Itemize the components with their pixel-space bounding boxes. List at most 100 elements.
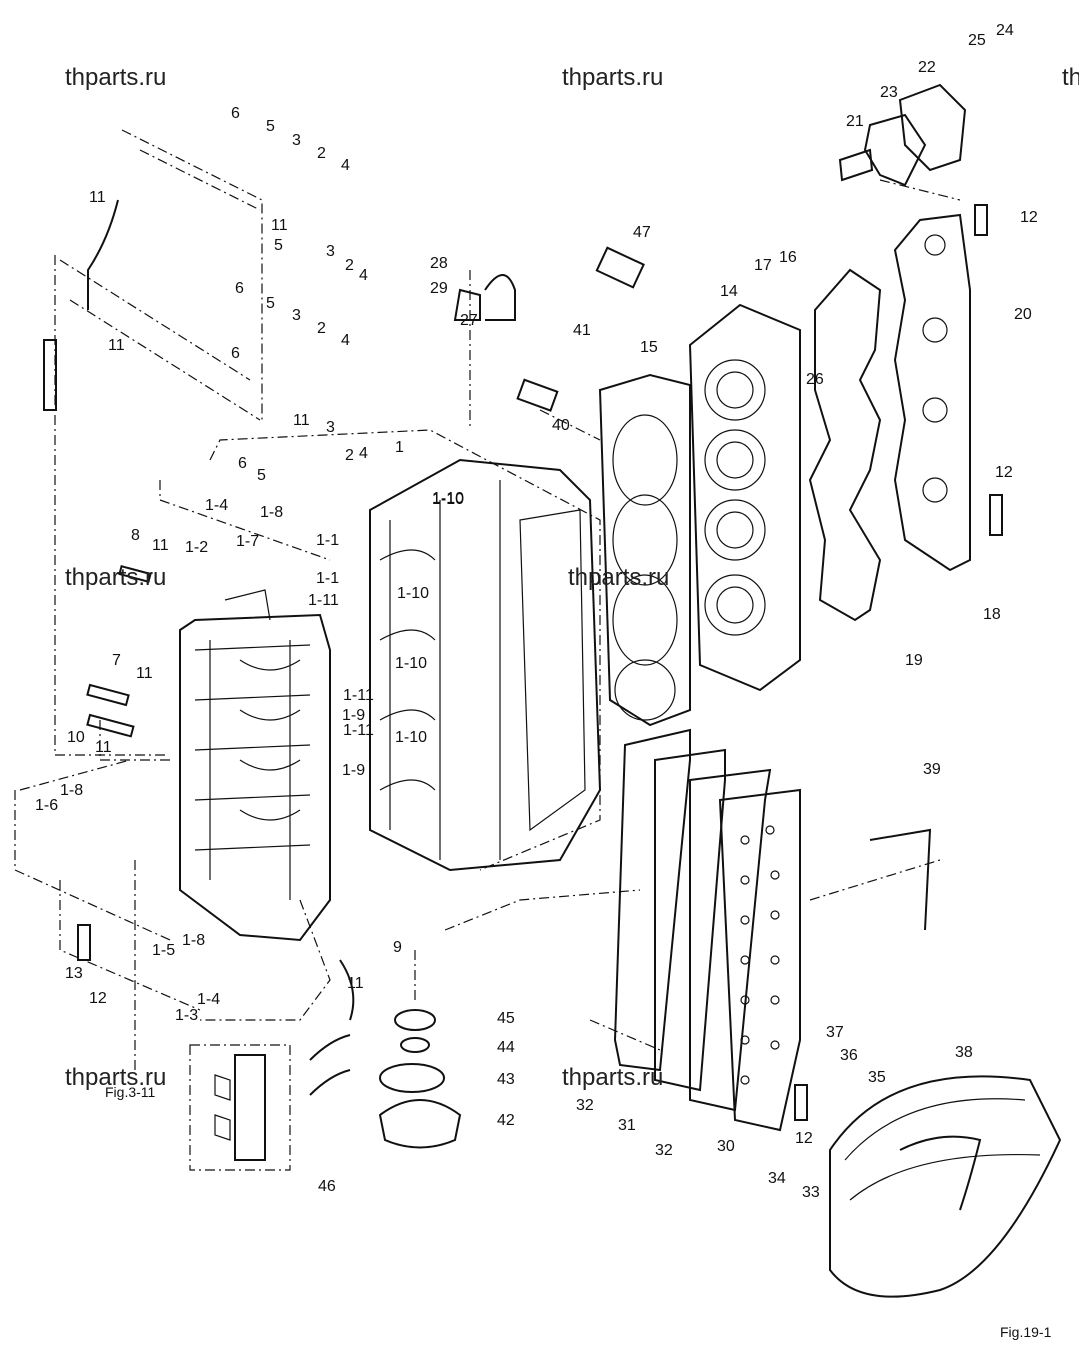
callout-label: 13 bbox=[65, 965, 83, 982]
figure-reference: Fig.3-11 bbox=[105, 1084, 156, 1100]
callout-label: 12 bbox=[795, 1130, 813, 1147]
callout-label: 4 bbox=[341, 157, 350, 174]
callout-label: 1-8 bbox=[60, 782, 83, 799]
callout-label: 1-10 bbox=[397, 585, 429, 602]
callout-label: 17 bbox=[754, 257, 772, 274]
assembly-dash-lines bbox=[14, 129, 961, 1070]
callout-label: 7 bbox=[112, 652, 121, 669]
callout-label: 14 bbox=[720, 283, 738, 300]
callout-label: 1-1 bbox=[316, 532, 339, 549]
watermark-text: thparts.ru bbox=[562, 1064, 663, 1091]
watermark-labels: thparts.ru thparts.ru thparts.ru thparts.ru… bbox=[65, 64, 1079, 1091]
callout-label: 1-10 bbox=[432, 490, 464, 507]
callout-label: 12 bbox=[89, 990, 107, 1007]
callout-label: 1-8 bbox=[260, 504, 283, 521]
callout-label: 5 bbox=[257, 467, 266, 484]
head-cover bbox=[893, 213, 971, 572]
callout-label: 42 bbox=[497, 1112, 515, 1129]
callout-label: 6 bbox=[238, 455, 247, 472]
callout-label: 46 bbox=[318, 1178, 336, 1195]
callout-label: 6 bbox=[231, 105, 240, 122]
callout-label: 38 bbox=[955, 1044, 973, 1061]
callout-label: 5 bbox=[266, 295, 275, 312]
callout-label: 41 bbox=[573, 322, 591, 339]
callout-label: 11 bbox=[136, 665, 153, 682]
callout-label: 3 bbox=[292, 132, 301, 149]
callout-label: 1-5 bbox=[152, 942, 175, 959]
callout-label: 9 bbox=[393, 939, 402, 956]
callout-label: 11 bbox=[152, 537, 169, 554]
watermark-text: thparts.ru bbox=[65, 1064, 166, 1091]
thermostat-cover bbox=[863, 83, 967, 187]
callout-label: 3 bbox=[292, 307, 301, 324]
callout-label: 16 bbox=[779, 249, 797, 266]
callout-label: 21 bbox=[846, 113, 864, 130]
callout-label: 1-4 bbox=[197, 991, 220, 1008]
watermark-text: thparts.ru bbox=[65, 64, 166, 91]
callout-label: 11 bbox=[293, 412, 310, 429]
callout-label: 30 bbox=[717, 1138, 735, 1155]
lower-cowling bbox=[829, 1075, 1062, 1298]
watermark-text: thparts.ru bbox=[65, 564, 166, 591]
watermark-text: thparts.ru bbox=[562, 64, 663, 91]
callout-label: 6 bbox=[235, 280, 244, 297]
callout-label: 11 bbox=[108, 337, 125, 354]
callout-label: 20 bbox=[1014, 306, 1032, 323]
callout-label: 29 bbox=[430, 280, 448, 297]
small-parts bbox=[43, 148, 1003, 1121]
callout-label: 2 bbox=[317, 320, 326, 337]
exhaust-cover-stack bbox=[613, 728, 801, 1132]
callout-label: 1-9 bbox=[342, 762, 365, 779]
callout-label: 6 bbox=[231, 345, 240, 362]
figure-reference: Fig.19-1 bbox=[1000, 1324, 1052, 1340]
callout-label: 39 bbox=[923, 761, 941, 778]
callout-label: 2 bbox=[345, 447, 354, 464]
watermark-text: thparts.ru bbox=[568, 564, 669, 591]
callout-label: 12 bbox=[995, 464, 1013, 481]
head-gasket bbox=[598, 373, 691, 727]
callout-label: 28 bbox=[430, 255, 448, 272]
callout-label: 1-6 bbox=[35, 797, 58, 814]
crankcase-right bbox=[369, 458, 602, 872]
callout-label: 5 bbox=[274, 237, 283, 254]
callout-label: 47 bbox=[633, 224, 651, 241]
callout-label: 8 bbox=[131, 527, 140, 544]
callout-label: 1-2 bbox=[185, 539, 208, 556]
callout-label: 1-4 bbox=[205, 497, 228, 514]
callout-label: 1-10 bbox=[432, 491, 464, 508]
callout-label: 1-1 bbox=[316, 570, 339, 587]
seal-housing-set bbox=[378, 1009, 462, 1149]
callout-label: 11 bbox=[89, 189, 106, 206]
callout-label: 11 bbox=[347, 975, 364, 992]
callout-label: 1-8 bbox=[182, 932, 205, 949]
callout-label: 1-3 bbox=[175, 1007, 198, 1024]
crankcase-left bbox=[179, 589, 331, 942]
callout-label: 10 bbox=[67, 729, 85, 746]
callout-label: 33 bbox=[802, 1184, 820, 1201]
callout-label: 36 bbox=[840, 1047, 858, 1064]
cylinder-head bbox=[688, 303, 801, 692]
callout-label: 1-10 bbox=[395, 729, 427, 746]
callout-label: 2 bbox=[345, 257, 354, 274]
callout-label: 37 bbox=[826, 1024, 844, 1041]
callout-label: 26 bbox=[806, 371, 824, 388]
callout-label: 43 bbox=[497, 1071, 515, 1088]
callout-label: 35 bbox=[868, 1069, 886, 1086]
callout-label: 4 bbox=[341, 332, 350, 349]
callout-label: 1-11 bbox=[343, 722, 374, 739]
callout-label: 2 bbox=[317, 145, 326, 162]
callout-label: 44 bbox=[497, 1039, 515, 1056]
callout-label: 25 bbox=[968, 32, 986, 49]
callout-label: 22 bbox=[918, 59, 936, 76]
callout-label: 32 bbox=[576, 1097, 594, 1114]
callout-label: 3 bbox=[326, 243, 335, 260]
cover-gasket bbox=[808, 268, 882, 622]
callout-label: 32 bbox=[655, 1142, 673, 1159]
callout-label: 1 bbox=[395, 439, 404, 456]
callout-label: 1-10 bbox=[395, 655, 427, 672]
callout-label: 31 bbox=[618, 1117, 636, 1134]
callout-label: 3 bbox=[326, 419, 335, 436]
